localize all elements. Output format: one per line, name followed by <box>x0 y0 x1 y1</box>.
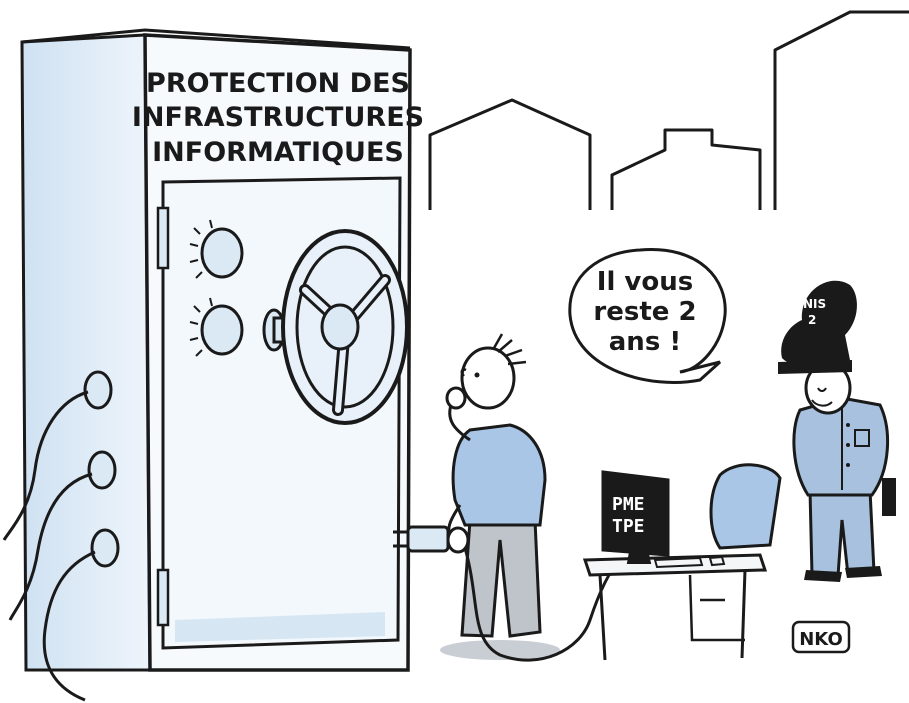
safe-title-line3: INFORMATIQUES <box>152 137 404 168</box>
speech-line1: Il vous <box>597 267 693 297</box>
power-socket-top-icon <box>2 370 113 541</box>
floor-shadow <box>440 640 560 660</box>
safe-side-panel <box>20 33 152 672</box>
monitor-line1: PME <box>612 494 645 515</box>
dial-top-icon <box>189 219 244 279</box>
power-socket-bottom-icon <box>42 528 120 702</box>
hat-line1: NIS <box>803 297 826 311</box>
computer-monitor-icon: PME TPE <box>601 470 726 569</box>
safe-title-line1: PROTECTION DES <box>146 68 410 99</box>
office-chair <box>709 463 782 550</box>
skyline <box>428 10 909 210</box>
speech-line3: ans ! <box>609 327 681 357</box>
door-hinge-top <box>156 206 170 270</box>
hat-line2: 2 <box>808 313 816 327</box>
safe-wheel-handle-icon <box>262 229 409 425</box>
safe-top-edge <box>21 28 411 50</box>
artist-signature: NKO <box>791 620 851 654</box>
safe-door-shadow <box>175 612 385 642</box>
dial-bottom-icon <box>189 297 244 357</box>
speech-line2: reste 2 <box>593 297 696 327</box>
man-character <box>445 333 547 638</box>
speech-bubble: Il vous reste 2 ans ! <box>568 248 727 384</box>
power-socket-middle-icon <box>8 450 117 621</box>
signature-text: NKO <box>799 629 843 650</box>
desk <box>582 553 768 661</box>
door-hinge-bottom <box>156 568 170 627</box>
officer-character: NIS 2 <box>778 280 896 582</box>
monitor-line2: TPE <box>612 516 645 537</box>
safe-title-line2: INFRASTRUCTURES <box>132 102 424 133</box>
